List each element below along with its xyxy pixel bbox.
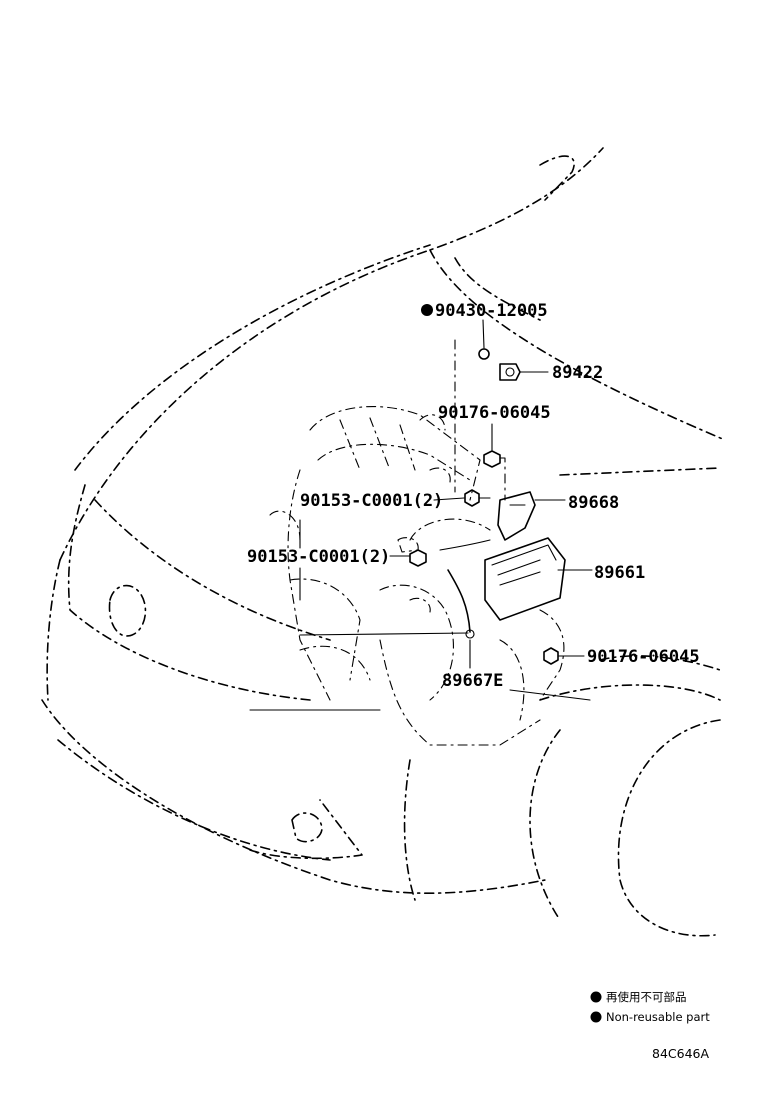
part-label-nut-upper: 90176-06045 [438,403,551,423]
legend-marker-icon [590,991,602,1003]
part-label-bolt-upper: 90153-C0001(2) [300,491,443,511]
nut-upper-part [483,450,501,468]
bracket-part [497,491,536,541]
leader-lines [249,319,593,711]
vehicle-body-outline [41,147,726,937]
nut-lower-part [543,647,559,665]
part-label-ecu: 89661 [594,563,645,583]
bolt-lower-part [409,549,427,567]
legend-english: Non-reusable part [606,1010,710,1024]
part-label-nut-lower: 90176-06045 [587,647,700,667]
part-labels: 90430-12005 89422 90176-06045 90153-C000… [247,301,700,691]
engine-assembly [269,406,565,746]
part-label-bracket: 89668 [568,493,619,513]
bolt-upper-part [464,489,491,507]
part-label-wire: 89667E [442,671,503,691]
part-label-gasket: 90430-12005 [435,301,548,321]
non-reusable-marker-icon [421,304,433,316]
legend-marker-icon [590,1011,602,1023]
part-label-sensor: 89422 [552,363,603,383]
ecu-part [484,537,566,621]
part-label-bolt-lower: 90153-C0001(2) [247,547,390,567]
diagram-code: 84C646A [652,1046,709,1061]
legend-japanese: 再使用不可部品 [606,990,687,1004]
sensor-part [478,348,521,381]
legend: 再使用不可部品 Non-reusable part [590,990,710,1024]
wire-harness-part [439,539,491,639]
